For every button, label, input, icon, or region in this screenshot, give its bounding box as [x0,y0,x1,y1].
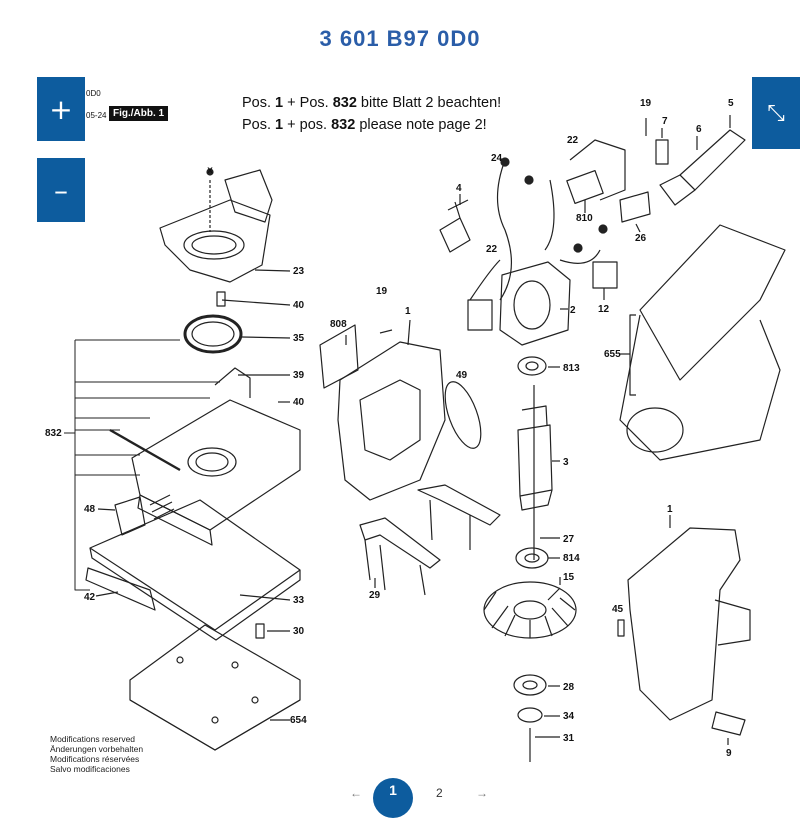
label-5: 5 [728,98,734,109]
bearing-28-part [513,674,547,696]
label-24: 24 [491,153,503,164]
label-9: 9 [726,748,732,759]
label-654: 654 [290,715,307,726]
label-39: 39 [293,370,305,381]
label-28: 28 [563,682,575,693]
bracket-lines [64,339,220,591]
sealing-ring-part [183,314,243,354]
label-7: 7 [662,116,668,127]
punch-plate-part [129,624,301,751]
label-31: 31 [563,733,575,744]
page-2-button[interactable]: 2 [436,786,443,800]
base-plate-part [109,367,301,546]
brush-holder-part [467,299,493,331]
connector-block-part [566,169,604,205]
modifications-notice: Modifications reserved Änderungen vorbeh… [50,734,144,774]
capacitor-part [592,261,618,289]
motor-housing-part [319,319,446,501]
clamp-part [114,494,175,536]
label-48: 48 [84,504,96,515]
prev-page-arrow-icon[interactable]: ← [350,786,362,800]
note-english: Pos. 1 + pos. 832 please note page 2! [242,117,487,133]
terminal-block-part [619,191,651,223]
label-655: 655 [604,349,621,360]
housing-cover-part [627,527,751,736]
sheet-date: 05-24 [86,111,107,120]
label-19b: 19 [640,98,652,109]
label-33: 33 [293,595,305,606]
label-45: 45 [612,604,624,615]
switch-part [439,199,471,253]
dust-hood-part [159,168,273,283]
svg-text:x: x [207,165,213,176]
label-26: 26 [635,233,647,244]
minus-icon: – [54,173,68,207]
label-814: 814 [563,553,580,564]
pad-screw-part [255,623,265,639]
label-1a: 1 [405,306,411,317]
note-german: Pos. 1 + Pos. 832 bitte Blatt 2 beachten… [242,95,502,111]
label-15: 15 [563,572,575,583]
label-40a: 40 [293,300,305,311]
fan-part [483,581,577,639]
next-page-arrow-icon[interactable]: → [476,786,488,800]
sheet-code: 0D0 [86,89,101,98]
label-29: 29 [369,590,381,601]
dust-box-part [619,224,786,461]
zoom-in-button[interactable]: + [37,77,85,141]
label-12: 12 [598,304,610,315]
label-3: 3 [563,457,569,468]
label-30: 30 [293,626,305,637]
label-4: 4 [456,183,462,194]
seal-cord-part [444,381,482,449]
cable-sleeve-part [659,115,746,206]
collapse-icon: ⤡ [767,100,785,126]
label-40b: 40 [293,397,305,408]
exploded-parts-diagram: x 23 40 35 39 40 832 48 42 33 30 654 808… [45,98,786,762]
label-808: 808 [330,319,347,330]
sanding-pad-part [85,499,301,641]
label-42: 42 [84,592,96,603]
label-813: 813 [563,363,580,374]
cable-harness [469,139,626,301]
label-35: 35 [293,333,305,344]
label-23: 23 [293,266,305,277]
label-49: 49 [456,370,468,381]
label-2: 2 [570,305,576,316]
bearing-813-part [517,356,547,376]
pin-part [617,619,625,637]
label-19a: 19 [376,286,388,297]
label-22b: 22 [486,244,498,255]
label-27: 27 [563,534,575,545]
page-1-button[interactable]: 1 [373,778,413,818]
label-6: 6 [696,124,702,135]
label-22a: 22 [567,135,579,146]
figure-badge: Fig./Abb. 1 [109,106,169,121]
label-1b: 1 [667,504,673,515]
label-832: 832 [45,428,62,439]
zoom-out-button[interactable]: – [37,158,85,222]
counterweight-part [517,707,543,723]
exit-fullscreen-button[interactable]: ⤡ [752,77,800,149]
motor-field-part [499,261,571,346]
plus-icon: + [49,92,73,126]
label-34: 34 [563,711,575,722]
screw-part [216,291,226,307]
support-bracket-part [359,517,441,596]
armature-part [517,385,553,560]
bearing-814-part [515,547,549,569]
label-810: 810 [576,213,593,224]
support-bracket-2-part [417,484,501,550]
cable-clamp-part [655,139,669,165]
page-title: 3 601 B97 0D0 [319,26,481,51]
